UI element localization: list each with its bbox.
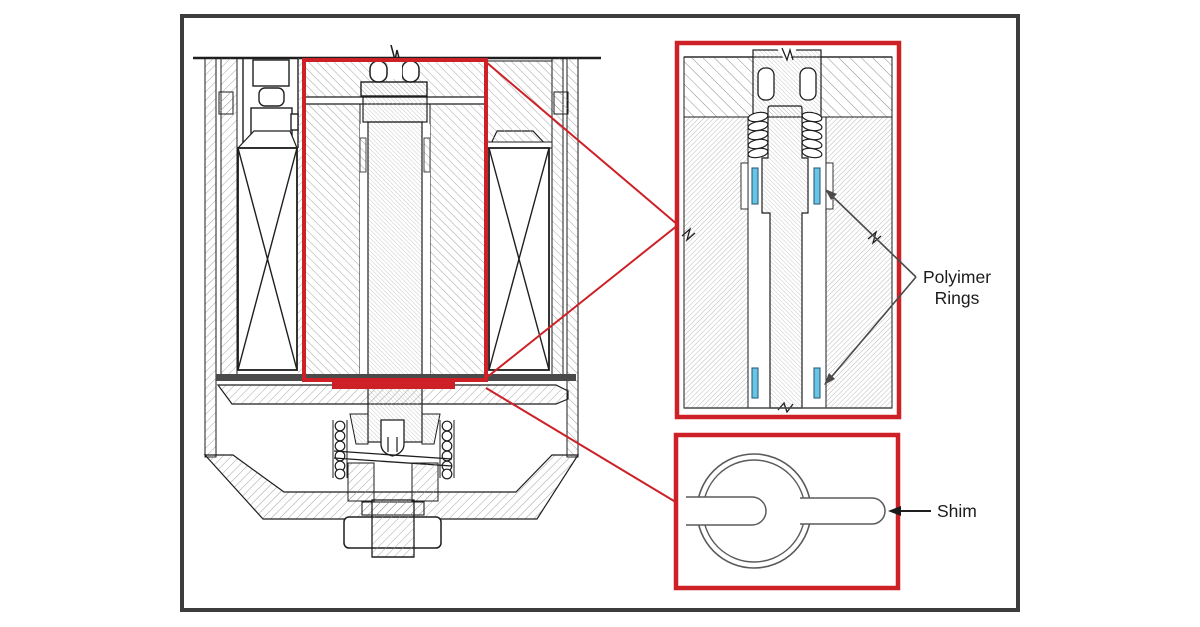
break-mark-keeper [781, 47, 794, 62]
plunger-shaft [367, 121, 423, 381]
detail-spring-left [747, 111, 769, 159]
polymer-ring-upper-left [751, 167, 759, 205]
pole-piece-left [683, 56, 754, 118]
left-spring-seat [369, 60, 388, 83]
polymer-rings-label-line2: Rings [935, 288, 980, 308]
shim-slot [686, 496, 767, 526]
left-guide-insert [359, 137, 367, 173]
right-wall-boss [553, 91, 569, 115]
shim-arrow [888, 506, 931, 516]
pilot-valve-assembly [332, 413, 455, 502]
right-outer-wall [566, 57, 579, 458]
keeper-slot-left [757, 67, 775, 101]
polymer-ring-lower-right [813, 367, 821, 399]
right-spring-seat [401, 60, 420, 83]
detail-view-shim: Shim [673, 432, 977, 591]
arrowhead-upper-ring [825, 189, 837, 200]
polymer-ring-lower-left [751, 367, 759, 399]
red-callout-annotations [302, 58, 680, 505]
keeper-slot-right [799, 67, 817, 101]
shim-label: Shim [937, 501, 977, 521]
lever-plate [333, 450, 453, 460]
shim-layer [216, 374, 576, 381]
ring-pocket-right [825, 162, 834, 210]
valve-pintle [380, 419, 405, 457]
upper-right-pole-block [485, 60, 553, 143]
return-spring-left [334, 420, 346, 480]
shim-highlight-band [332, 379, 455, 389]
break-mark-left [681, 227, 696, 242]
left-bobbin-strip [298, 58, 304, 375]
return-spring-right [441, 420, 453, 480]
valve-body-right [411, 462, 439, 502]
coil-left [237, 147, 298, 371]
left-outer-wall [204, 57, 217, 458]
polymer-ring-upper-right [813, 167, 821, 205]
coil-right [488, 147, 550, 371]
leader-line-shim [485, 387, 680, 505]
armature-assembly [303, 44, 487, 381]
armature-cap [360, 81, 428, 97]
leader-line-rect-bottom [485, 224, 679, 379]
armature-mass-left [303, 103, 361, 381]
valve-body-left [347, 462, 375, 502]
guide-body-left [683, 116, 749, 409]
detail-view-polymer-rings: Polyimer Rings [674, 40, 991, 420]
right-guide-insert [423, 137, 431, 173]
keeper-notch [776, 47, 798, 63]
polymer-rings-label-line1: Polyimer [923, 267, 991, 287]
left-wall-boss [218, 91, 234, 115]
main-cross-section [193, 44, 601, 558]
detail-spring-right [801, 111, 823, 159]
guide-body-right [825, 116, 893, 409]
pole-piece-right [820, 56, 893, 118]
polymer-rings-arrows [824, 189, 917, 385]
break-mark-top [390, 44, 401, 63]
arrowhead-shim [888, 506, 901, 516]
plunger-head [362, 96, 428, 123]
outlet-stem [343, 499, 442, 558]
armature-mass-right [429, 103, 487, 381]
arrowhead-lower-ring [824, 373, 835, 385]
ring-pocket-left [740, 162, 749, 210]
leader-line-rect-top [485, 61, 679, 226]
shim-tab [800, 497, 886, 525]
